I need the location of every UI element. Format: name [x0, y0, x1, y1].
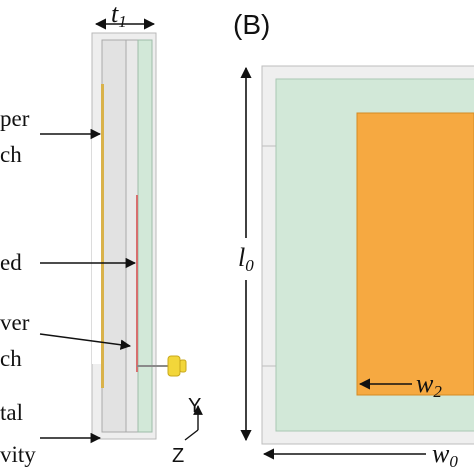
w0-label: w0: [432, 439, 458, 471]
lower-patch-label-line2: ch: [0, 346, 22, 371]
lower-patch-label-line1: ver: [0, 310, 30, 335]
y-axis-label: Y: [188, 395, 201, 417]
probe-connector-tip: [179, 359, 187, 373]
z-axis-line: [184, 429, 199, 441]
upper-patch-label-line2: ch: [0, 142, 22, 167]
upper-patch-label-line1: per: [0, 106, 30, 131]
panel-b-label: (B): [233, 9, 270, 40]
lower-patch-pointer: [39, 333, 132, 350]
metal-cavity-label-line1: tal: [0, 400, 23, 425]
top-view-panel: (B) l0 w2 w0: [233, 9, 474, 471]
upper-patch-strip: [101, 84, 104, 388]
l0-label: l0: [238, 243, 254, 275]
substrate-layer-outer: [101, 39, 127, 433]
cavity-slot-top: [92, 134, 102, 364]
t1-label: t1: [111, 0, 127, 31]
radiating-patch: [356, 112, 474, 396]
substrate-layer-inner: [137, 39, 153, 433]
l0-label-bg: [234, 238, 260, 280]
w2-label: w2: [416, 369, 442, 401]
side-view-panel: t1 per ch ed ver ch tal vity Y Z: [0, 0, 203, 467]
probe-connector: [167, 355, 181, 377]
feed-label: ed: [0, 250, 22, 275]
metal-cavity-label-line2: vity: [0, 442, 36, 467]
z-axis-label: Z: [172, 445, 184, 467]
